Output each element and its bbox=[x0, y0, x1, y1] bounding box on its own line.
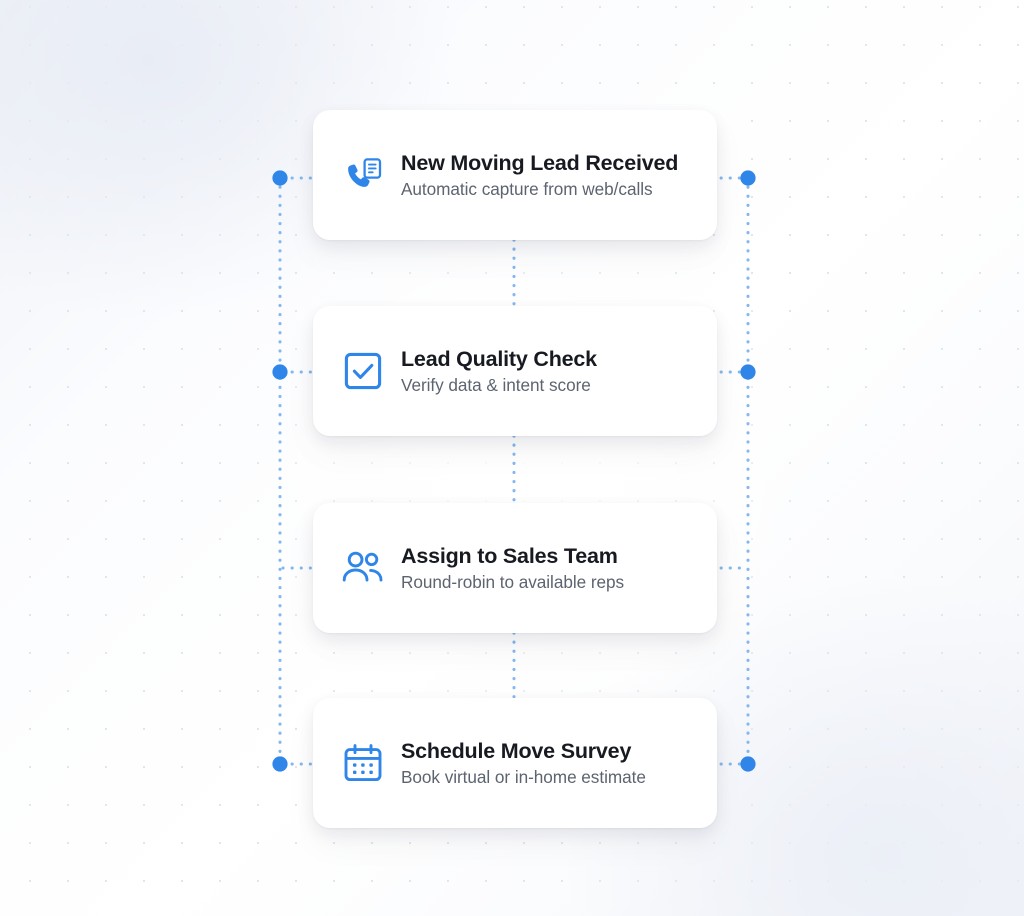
phone-document-icon bbox=[340, 152, 386, 198]
card-text-block: New Moving Lead Received Automatic captu… bbox=[401, 150, 678, 201]
flow-step-card-assign-to-sales-team[interactable]: Assign to Sales Team Round-robin to avai… bbox=[313, 503, 717, 633]
flow-step-card-new-moving-lead-received[interactable]: New Moving Lead Received Automatic captu… bbox=[313, 110, 717, 240]
flow-step-title: Assign to Sales Team bbox=[401, 543, 618, 568]
flow-step-title: Schedule Move Survey bbox=[401, 738, 632, 763]
users-group-icon bbox=[340, 545, 386, 591]
flow-step-title: New Moving Lead Received bbox=[401, 150, 679, 175]
flow-step-subtitle: Round-robin to available reps bbox=[401, 571, 625, 592]
card-text-block: Lead Quality Check Verify data & intent … bbox=[401, 346, 597, 397]
node-left-step-4[interactable] bbox=[272, 756, 288, 772]
flow-step-subtitle: Automatic capture from web/calls bbox=[401, 178, 653, 199]
checkbox-check-icon bbox=[340, 348, 386, 394]
background-bloom-center bbox=[210, 180, 850, 780]
flow-step-subtitle: Book virtual or in-home estimate bbox=[401, 766, 646, 787]
flow-step-card-lead-quality-check[interactable]: Lead Quality Check Verify data & intent … bbox=[313, 306, 717, 436]
card-text-block: Schedule Move Survey Book virtual or in-… bbox=[401, 738, 646, 789]
flow-step-title: Lead Quality Check bbox=[401, 346, 597, 371]
node-right-step-4[interactable] bbox=[740, 756, 756, 772]
flow-step-subtitle: Verify data & intent score bbox=[401, 374, 591, 395]
node-right-step-1[interactable] bbox=[740, 170, 756, 186]
node-right-step-2[interactable] bbox=[740, 364, 756, 380]
node-left-step-2[interactable] bbox=[272, 364, 288, 380]
calendar-icon bbox=[340, 740, 386, 786]
node-left-step-1[interactable] bbox=[272, 170, 288, 186]
card-text-block: Assign to Sales Team Round-robin to avai… bbox=[401, 543, 624, 594]
flow-step-card-schedule-move-survey[interactable]: Schedule Move Survey Book virtual or in-… bbox=[313, 698, 717, 828]
